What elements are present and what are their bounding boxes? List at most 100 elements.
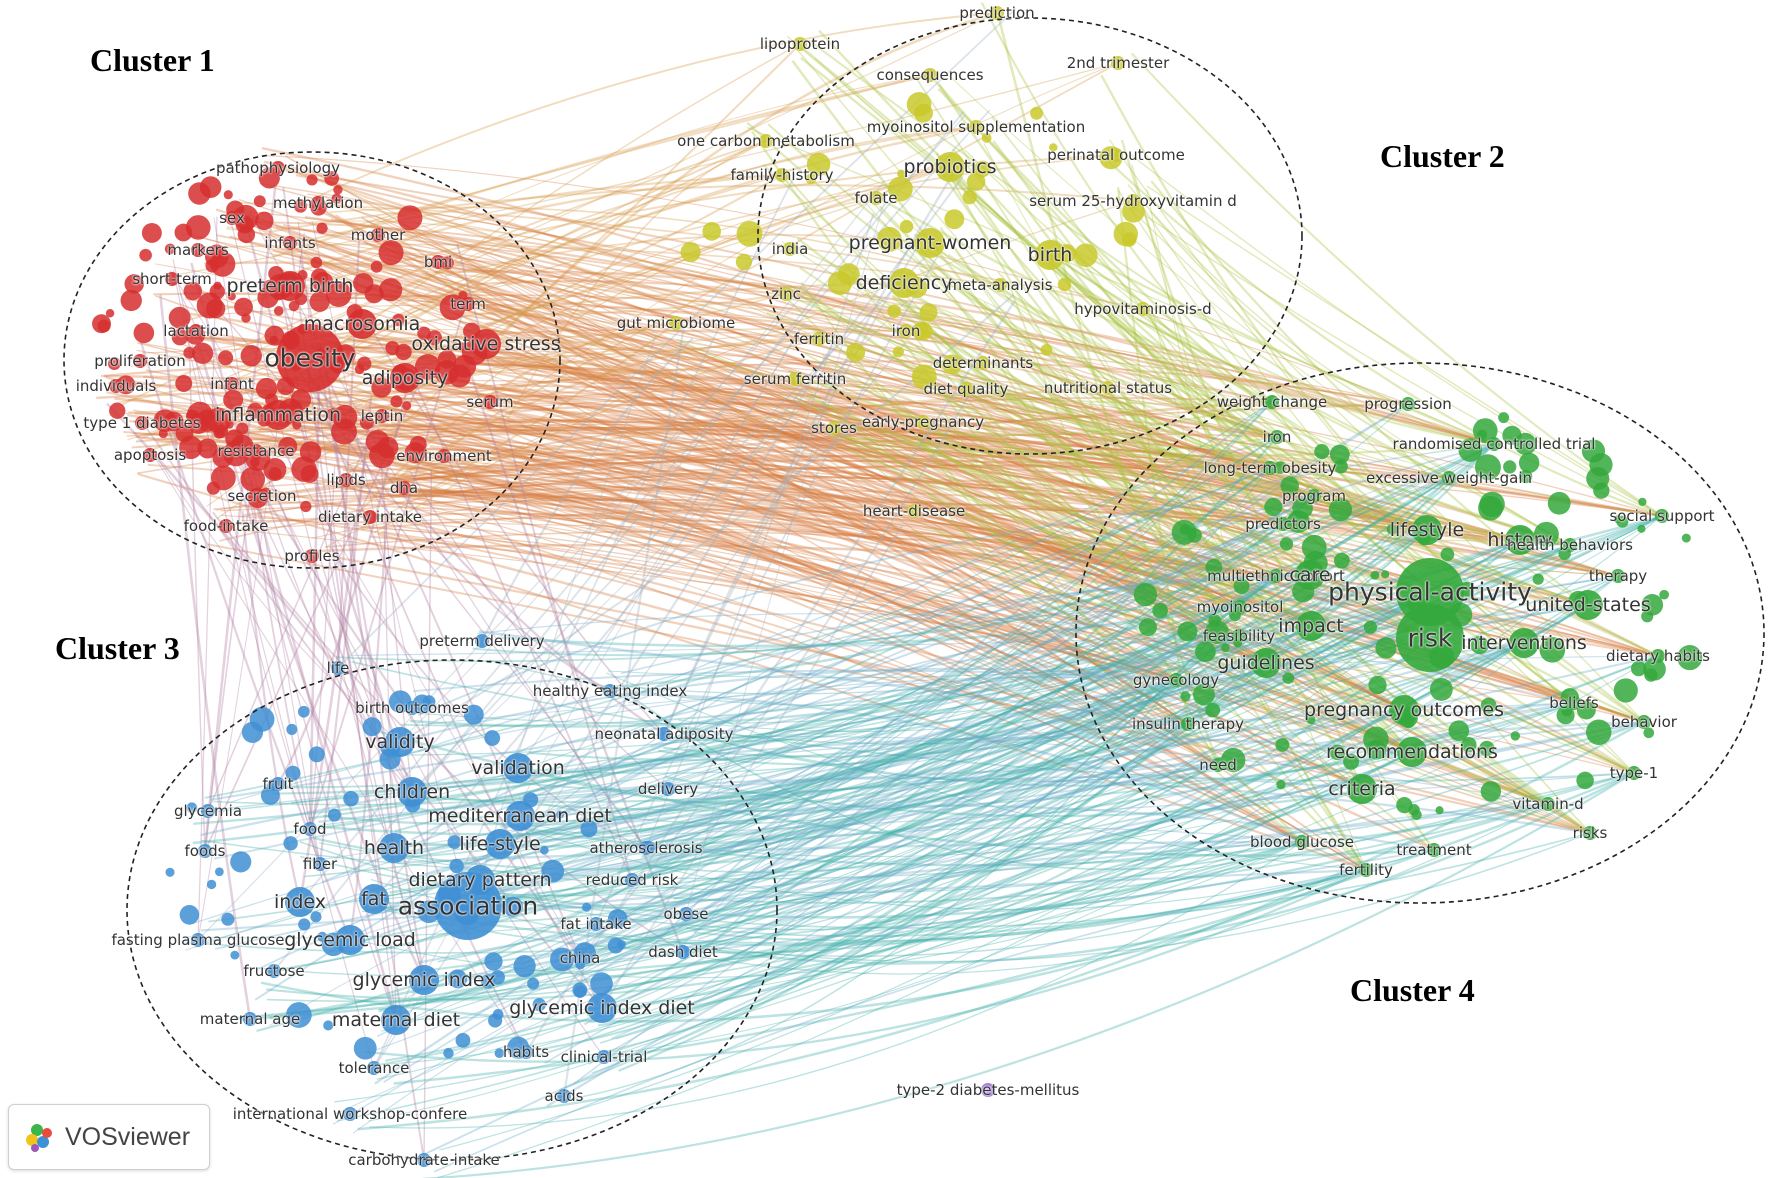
node-label[interactable]: feasibility [1202,627,1276,645]
node-label[interactable]: ferritin [793,330,845,348]
network-node[interactable] [993,278,1007,292]
network-node[interactable] [1035,240,1065,270]
network-node[interactable] [191,933,205,947]
node-label[interactable]: type-1 [1609,764,1659,782]
network-node[interactable] [907,504,921,518]
node-label[interactable]: serum ferritin [743,370,847,388]
node-label[interactable]: glycemia [173,802,243,820]
node-label[interactable]: pregnancy outcomes [1304,699,1504,721]
node-label[interactable]: mother [350,226,406,244]
node-label[interactable]: care [1289,564,1331,586]
network-node[interactable] [471,329,501,359]
node-label[interactable]: glycemic index diet [509,997,695,1019]
node-label[interactable]: fertility [1339,861,1393,879]
network-node[interactable] [483,395,497,409]
node-label[interactable]: program [1281,487,1347,505]
node-label[interactable]: consequences [876,66,984,84]
network-node[interactable] [271,161,285,175]
network-node[interactable] [343,1107,357,1121]
node-label[interactable]: zinc [771,285,801,303]
network-node[interactable] [1232,629,1246,643]
node-label[interactable]: index [274,891,326,913]
node-label[interactable]: individuals [75,377,157,395]
node-label[interactable]: term [450,295,486,313]
network-node[interactable] [1505,525,1535,555]
network-node[interactable] [335,925,365,955]
node-label[interactable]: recommendations [1326,741,1498,763]
vosviewer-logo-badge[interactable]: VOSviewer [8,1104,210,1170]
node-label[interactable]: treatment [1396,841,1472,859]
node-label[interactable]: pregnant-women [848,232,1012,254]
network-node[interactable] [1101,381,1115,395]
network-node[interactable] [109,379,123,393]
node-label[interactable]: acids [544,1087,584,1105]
node-label[interactable]: lipoprotein [759,35,841,53]
network-node[interactable] [812,332,826,346]
node-label[interactable]: environment [396,447,492,465]
network-node[interactable] [573,951,587,965]
network-node[interactable] [367,1061,381,1075]
network-node[interactable] [869,191,883,205]
network-node[interactable] [1169,673,1183,687]
node-label[interactable]: health behaviors [1507,536,1633,554]
node-label[interactable]: one carbon metabolism [677,132,855,150]
network-node[interactable] [1296,611,1326,641]
network-node[interactable] [1251,648,1281,678]
node-label[interactable]: atherosclerosis [589,839,703,857]
network-node[interactable] [1269,569,1283,583]
node-label[interactable]: therapy [1588,567,1648,585]
node-label[interactable]: oxidative stress [411,333,561,355]
network-node[interactable] [1563,538,1577,552]
node-label[interactable]: international workshop-confere [232,1105,468,1123]
network-node[interactable] [1276,517,1290,531]
network-node[interactable] [1233,600,1247,614]
network-node[interactable] [669,316,683,330]
network-node[interactable] [1541,797,1555,811]
network-node[interactable] [375,409,389,423]
node-label[interactable]: nutritional status [1043,379,1173,397]
node-label[interactable]: maternal age [199,1010,301,1028]
node-label[interactable]: determinants [932,354,1034,372]
node-label[interactable]: macrosomia [303,313,421,335]
node-label[interactable]: interventions [1461,632,1587,654]
node-label[interactable]: clinical-trial [560,1048,648,1066]
network-node[interactable] [475,634,489,648]
node-label[interactable]: fiber [302,855,338,873]
node-label[interactable]: risk [1407,623,1453,653]
network-node[interactable] [783,242,797,256]
network-node[interactable] [305,549,319,563]
network-node[interactable] [311,196,325,210]
node-label[interactable]: profiles [284,547,340,565]
network-node[interactable] [589,917,603,931]
node-label[interactable]: obesity [264,343,356,373]
network-node[interactable] [397,777,427,807]
network-node[interactable] [1109,148,1123,162]
network-node[interactable] [923,68,937,82]
network-node[interactable] [505,801,535,831]
node-label[interactable]: excessive weight-gain [1365,469,1533,487]
node-label[interactable]: hypovitaminosis-d [1074,300,1212,318]
network-node[interactable] [1295,835,1309,849]
network-node[interactable] [313,857,327,871]
network-node[interactable] [285,887,315,917]
network-node[interactable] [657,727,671,741]
network-node[interactable] [587,993,617,1023]
node-label[interactable]: blood glucose [1250,833,1354,851]
network-node[interactable] [339,473,353,487]
node-label[interactable]: serum 25-hydroxyvitamin d [1029,192,1237,210]
node-label[interactable]: inflammation [215,404,341,426]
network-node[interactable] [133,354,147,368]
network-node[interactable] [331,661,345,675]
node-label[interactable]: life-style [459,833,541,855]
node-label[interactable]: 2nd trimester [1066,54,1170,72]
node-label[interactable]: preterm birth [226,275,354,297]
network-node[interactable] [1637,715,1651,729]
node-label[interactable]: validation [471,757,565,779]
node-label[interactable]: secretion [227,487,297,505]
node-label[interactable]: myoinositol supplementation [866,118,1086,136]
node-label[interactable]: fructose [243,962,305,980]
network-node[interactable] [676,945,690,959]
network-node[interactable] [191,243,205,257]
network-node[interactable] [431,255,445,269]
network-node[interactable] [143,448,157,462]
